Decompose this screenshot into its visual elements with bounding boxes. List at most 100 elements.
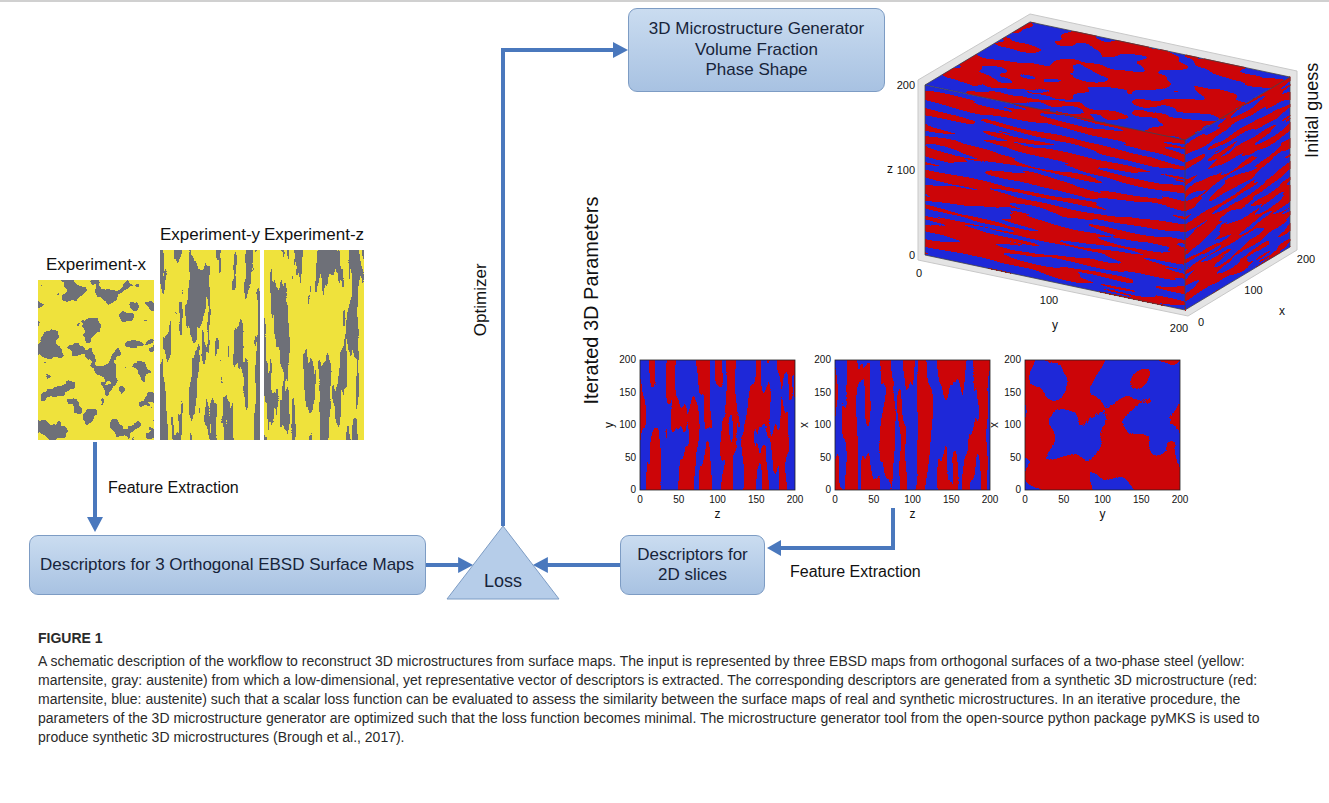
flow-arrow	[87, 442, 103, 532]
top-rule	[0, 0, 1329, 2]
ebsd-map	[160, 250, 260, 440]
ebsd-ground	[38, 280, 154, 440]
tick-label: 150	[748, 494, 765, 506]
figure-number: FIGURE 1	[38, 630, 103, 646]
axis-label: x	[798, 422, 812, 428]
step-label: Feature Extraction	[790, 563, 921, 581]
tick-label: 150	[943, 494, 960, 506]
cube-face	[925, 22, 1290, 140]
tick-label: 200	[1170, 322, 1188, 335]
panel-title: Experiment-z	[264, 225, 364, 245]
slice-plot	[835, 360, 990, 490]
tick-label: 200	[787, 494, 804, 506]
slice-plot	[1025, 360, 1180, 490]
phase-ground	[925, 22, 1290, 140]
tick-label: 200	[1172, 494, 1189, 506]
tick-label: 200	[619, 354, 636, 366]
connector-line	[503, 50, 615, 526]
cube-edge	[1185, 140, 1186, 310]
cube-plot	[918, 14, 1297, 316]
tick-label: 0	[909, 249, 915, 262]
arrow-head	[767, 540, 781, 556]
tick-label: 150	[1004, 387, 1021, 399]
ebsd-ground	[264, 250, 364, 440]
axis-label: x	[1279, 305, 1285, 319]
flow-connector	[426, 557, 474, 573]
axis-label: y	[1100, 508, 1106, 522]
loss-triangle: Loss	[446, 525, 560, 600]
node-text: 3D Microstructure Generator	[649, 19, 864, 39]
phase-pattern	[1025, 360, 1180, 490]
ebsd-phase	[160, 250, 260, 440]
plot-frame	[835, 360, 990, 490]
edge-label: Optimizer	[470, 264, 490, 337]
flow-connector	[533, 557, 620, 573]
tick-label: 50	[820, 452, 831, 464]
axes-pane	[918, 14, 1297, 316]
tick-label: 50	[868, 494, 879, 506]
panel-title: Experiment-y	[160, 225, 260, 245]
ebsd-ground	[160, 250, 260, 440]
slice-plot	[640, 360, 795, 490]
tick-label: 100	[897, 164, 915, 177]
axis-label: z	[910, 508, 916, 522]
arrow-line	[781, 508, 893, 548]
tick-label: 150	[1133, 494, 1150, 506]
phase-ground	[1025, 360, 1180, 490]
tick-label: 100	[1094, 494, 1111, 506]
side-title: Iterated 3D Parameters	[581, 196, 604, 404]
tick-label: 200	[897, 79, 915, 92]
tick-label: 150	[814, 387, 831, 399]
tick-label: 0	[916, 267, 922, 280]
tick-label: 100	[709, 494, 726, 506]
tick-label: 100	[814, 419, 831, 431]
panel-title: Experiment-x	[46, 255, 146, 275]
axis-label: z	[715, 508, 721, 522]
axis-label: y	[1052, 319, 1058, 333]
tick-label: 0	[825, 484, 831, 496]
ebsd-phase	[264, 250, 364, 440]
tick-label: 0	[637, 494, 643, 506]
node-text: Loss	[484, 571, 522, 593]
axis-label: z	[887, 163, 893, 177]
tick-label: 200	[982, 494, 999, 506]
axis-label: x	[988, 422, 1002, 428]
arrow-line	[93, 442, 97, 518]
tick-label: 100	[1004, 419, 1021, 431]
plot-title: Initial guess	[1303, 62, 1324, 157]
ebsd-map	[264, 250, 364, 440]
tick-label: 0	[1015, 484, 1021, 496]
phase-ground	[640, 360, 795, 490]
arrow-head	[87, 517, 103, 532]
figure-caption: A schematic description of the workflow …	[38, 652, 1293, 747]
tick-label: 200	[814, 354, 831, 366]
node-text: Volume Fraction	[695, 40, 818, 60]
phase-pattern	[925, 22, 1290, 140]
node-text: Descriptors for 3 Orthogonal EBSD Surfac…	[40, 555, 414, 575]
tick-label: 50	[1058, 494, 1069, 506]
connector-line	[546, 563, 620, 567]
tick-label: 50	[625, 452, 636, 464]
tick-label: 100	[1244, 284, 1262, 297]
phase-ground	[835, 360, 990, 490]
tick-label: 0	[832, 494, 838, 506]
tick-label: 200	[1004, 354, 1021, 366]
flow-connector	[503, 42, 628, 526]
ebsd-map	[38, 280, 154, 440]
step-label: Feature Extraction	[108, 479, 239, 497]
tick-label: 100	[904, 494, 921, 506]
flow-arrow	[767, 508, 893, 556]
tick-label: 50	[1010, 452, 1021, 464]
tick-label: 0	[630, 484, 636, 496]
node-text: Descriptors for 2D slices	[629, 545, 756, 586]
descriptor-box: Descriptors for 3 Orthogonal EBSD Surfac…	[29, 535, 426, 595]
tick-label: 50	[673, 494, 684, 506]
connector-line	[426, 563, 461, 567]
descriptor-box: Descriptors for 2D slices	[620, 535, 765, 595]
tick-label: 100	[619, 419, 636, 431]
plot-frame	[640, 360, 795, 490]
plot-frame	[1025, 360, 1180, 490]
phase-pattern	[835, 360, 990, 490]
generator-box: 3D Microstructure GeneratorVolume Fracti…	[628, 8, 885, 92]
